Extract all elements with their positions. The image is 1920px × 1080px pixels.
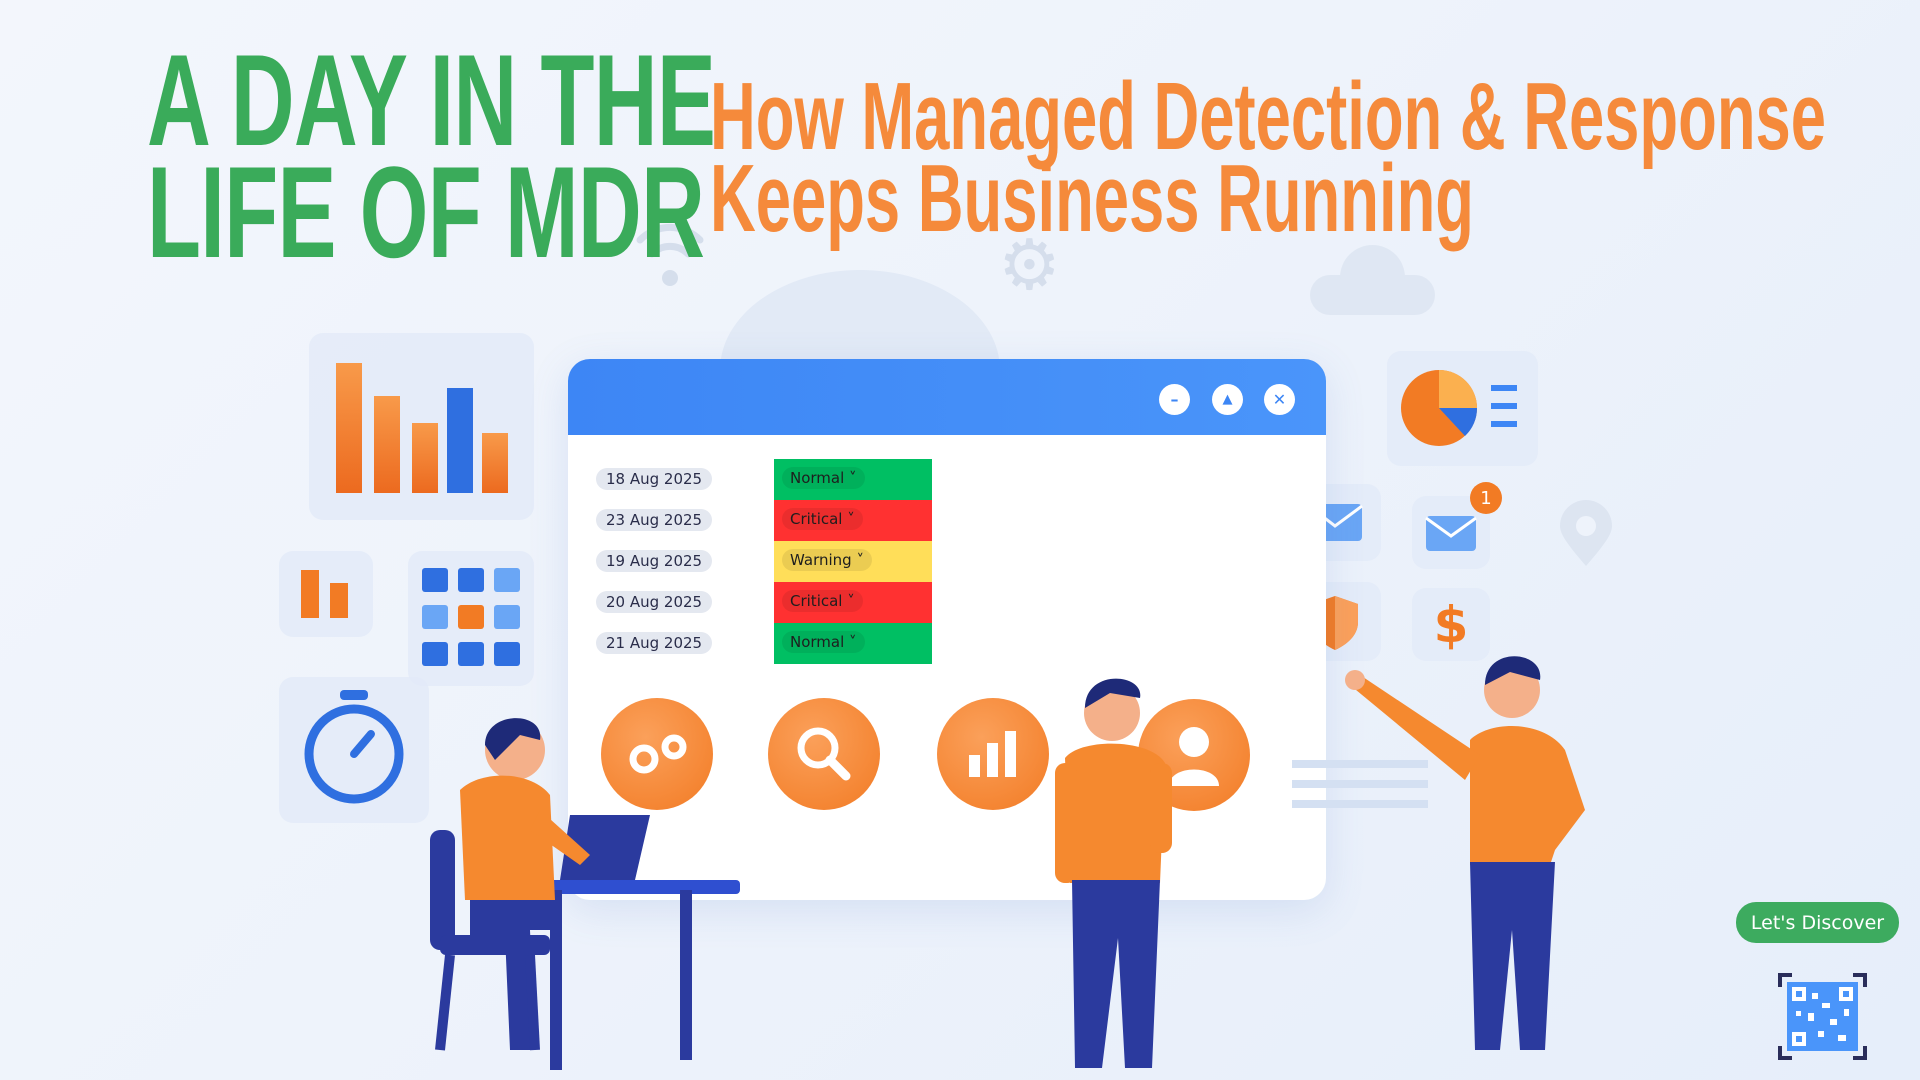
status-cell: Normal ˅ [774, 459, 932, 500]
gears-icon [629, 734, 687, 774]
headline-line-2: LIFE OF MDR [147, 139, 705, 285]
pie-chart-icon [1401, 370, 1517, 446]
cloud-icon [1310, 245, 1435, 315]
table-row: 18 Aug 2025 Normal ˅ [568, 459, 1326, 500]
qr-code-icon [1778, 973, 1867, 1060]
settings-button[interactable] [601, 698, 713, 810]
window-titlebar: – ▲ ✕ [568, 359, 1326, 435]
grid-card [408, 551, 534, 686]
dollar-icon: $ [1433, 595, 1469, 654]
bar-chart-icon [336, 363, 508, 493]
qr-code[interactable] [1778, 973, 1867, 1060]
table-row: 21 Aug 2025 Normal ˅ [568, 623, 1326, 664]
status-dropdown[interactable]: Normal ˅ [782, 631, 865, 653]
document-lines-icon [1292, 760, 1428, 808]
person-at-laptop-illustration [430, 718, 740, 1070]
gear-icon: ⚙ [998, 224, 1061, 306]
search-button[interactable] [768, 698, 880, 810]
subheadline-line-2: Keeps Business Running [710, 145, 1474, 252]
status-cell: Critical ˅ [774, 500, 932, 541]
notification-badge: 1 [1470, 482, 1502, 514]
stopwatch-card [279, 677, 429, 823]
status-cell: Normal ˅ [774, 623, 932, 664]
small-bars-card [279, 551, 373, 637]
date-chip: 19 Aug 2025 [596, 550, 713, 572]
standing-person-illustration [1055, 678, 1172, 1068]
dollar-card: $ [1412, 588, 1490, 661]
maximize-button[interactable]: ▲ [1212, 384, 1243, 415]
subheadline-line-1: How Managed Detection & Response [710, 63, 1827, 170]
headline-line-1: A DAY IN THE [147, 27, 716, 173]
lets-discover-button[interactable]: Let's Discover [1736, 902, 1899, 943]
date-chip: 23 Aug 2025 [596, 509, 713, 531]
bar-chart-card [309, 333, 534, 520]
user-icon [1169, 727, 1219, 786]
date-chip: 21 Aug 2025 [596, 632, 713, 654]
table-row: 19 Aug 2025 Warning ˅ [568, 541, 1326, 582]
stopwatch-icon [304, 690, 404, 804]
app-grid-icon [422, 568, 520, 666]
status-dropdown[interactable]: Critical ˅ [782, 590, 863, 612]
table-row: 20 Aug 2025 Critical ˅ [568, 582, 1326, 623]
small-bars-icon [301, 570, 348, 618]
wifi-icon [636, 223, 704, 286]
status-dropdown[interactable]: Normal ˅ [782, 467, 865, 489]
status-cell: Critical ˅ [774, 582, 932, 623]
location-pin-icon [1560, 500, 1612, 566]
pie-chart-card [1387, 351, 1538, 466]
bar-chart-icon [969, 731, 1016, 777]
date-chip: 18 Aug 2025 [596, 468, 713, 490]
minimize-button[interactable]: – [1159, 384, 1190, 415]
status-dropdown[interactable]: Warning ˅ [782, 549, 872, 571]
close-button[interactable]: ✕ [1264, 384, 1295, 415]
status-dropdown[interactable]: Critical ˅ [782, 508, 863, 530]
status-cell: Warning ˅ [774, 541, 932, 582]
analytics-button[interactable] [937, 698, 1049, 810]
presenting-person-illustration [1345, 656, 1585, 1050]
table-row: 23 Aug 2025 Critical ˅ [568, 500, 1326, 541]
mail-icon [1425, 516, 1477, 551]
date-chip: 20 Aug 2025 [596, 591, 713, 613]
search-icon [797, 727, 851, 781]
